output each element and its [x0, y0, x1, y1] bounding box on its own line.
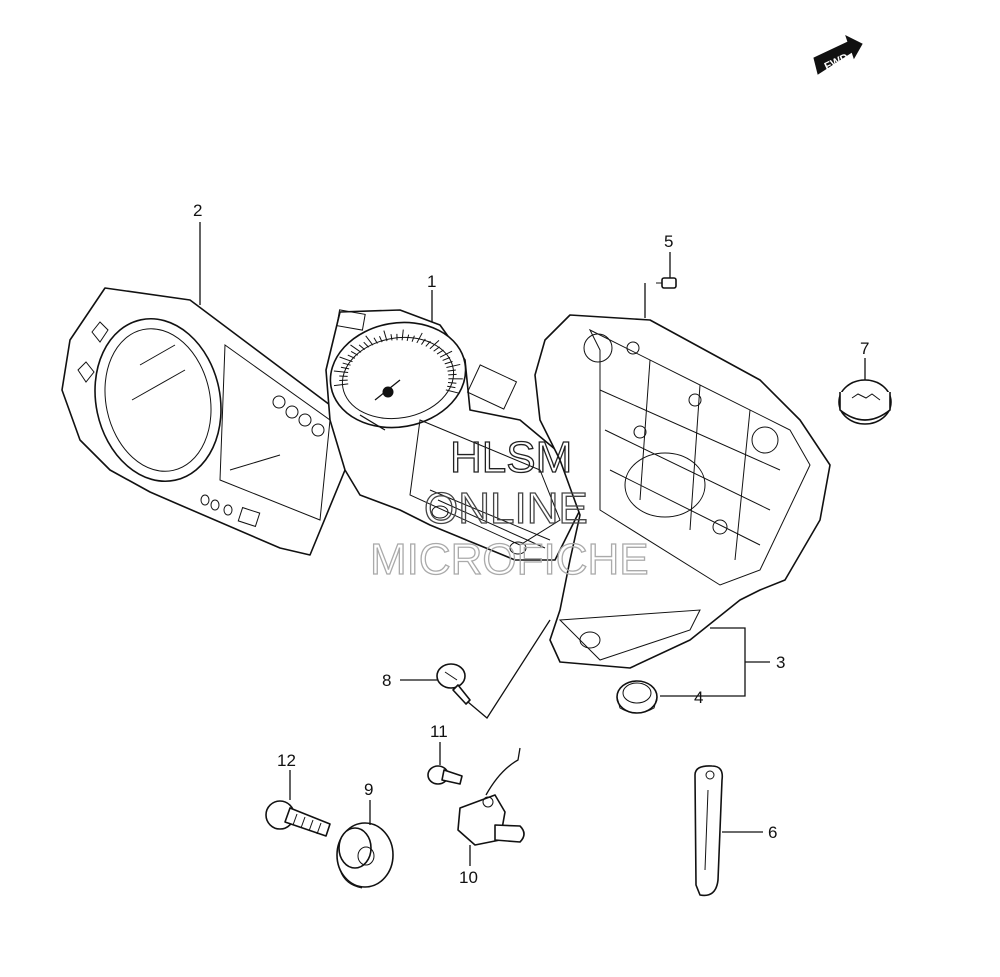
tach-tick [379, 335, 383, 343]
watermark-line1: HLSM [450, 433, 572, 482]
long-bolt-part [265, 800, 331, 837]
leader-lines [199, 222, 866, 866]
tach-tick [448, 373, 457, 376]
grommet-part [616, 680, 658, 714]
callout-11: 11 [430, 722, 448, 741]
callout-1: 1 [427, 272, 436, 291]
tach-tick [340, 366, 350, 370]
grommet-cap-part [838, 379, 892, 425]
callout-10: 10 [459, 868, 478, 887]
callout-4: 4 [694, 688, 703, 707]
watermark-line2: ONLINE [424, 484, 588, 533]
tach-tick [406, 334, 410, 341]
tach-tick [425, 340, 431, 347]
meter-assembly-part [325, 309, 586, 561]
tach-tick [416, 332, 423, 344]
tach-tick [446, 363, 461, 368]
tach-tick [436, 349, 444, 355]
small-screw-part [427, 765, 463, 785]
tach-tick [365, 335, 374, 346]
meter-case-part [534, 314, 831, 669]
cushion-part [336, 822, 394, 889]
tach-tick [383, 330, 388, 342]
callout-5: 5 [664, 232, 673, 251]
tach-tick [429, 339, 440, 350]
tach-tick [447, 385, 456, 389]
callout-6: 6 [768, 823, 777, 842]
tach-tick [447, 382, 457, 384]
tach-tick [439, 350, 453, 358]
watermark-line3: MICROFICHE [370, 535, 649, 584]
tach-tick [433, 346, 440, 352]
callout-3: 3 [776, 653, 785, 672]
watermark: HLSM ONLINE MICROFICHE [369, 432, 649, 584]
tach-tick [333, 383, 349, 387]
meter-cover-part [61, 287, 351, 556]
tach-tick [358, 344, 365, 351]
callout-12: 12 [277, 751, 296, 770]
callout-7: 7 [860, 339, 869, 358]
screw-part [656, 277, 677, 289]
callout-2: 2 [193, 201, 202, 220]
tach-tick [333, 370, 349, 374]
bolt-part [436, 663, 471, 705]
tach-tick [390, 334, 393, 341]
tach-tick [442, 357, 451, 361]
tach-tick [350, 350, 359, 356]
tach-tick [363, 341, 369, 348]
tach-tick [445, 389, 460, 394]
tach-tick [444, 361, 453, 365]
callout-labels: 2 1 5 7 3 4 8 11 12 9 10 6 [193, 201, 869, 887]
tach-tick [421, 338, 426, 345]
tach-tick [401, 329, 404, 341]
tach-tick [339, 356, 353, 363]
callout-9: 9 [364, 780, 373, 799]
tach-tick [342, 362, 351, 366]
tach-tick [347, 354, 356, 359]
tach-tick [411, 335, 415, 342]
tach-tick [447, 369, 456, 372]
tach-tick [350, 344, 362, 353]
band-part [694, 765, 724, 897]
sensor-part [457, 747, 525, 846]
fwd-arrow-icon: FWD [813, 35, 863, 75]
callout-8: 8 [382, 671, 391, 690]
tach-tick [373, 337, 378, 344]
